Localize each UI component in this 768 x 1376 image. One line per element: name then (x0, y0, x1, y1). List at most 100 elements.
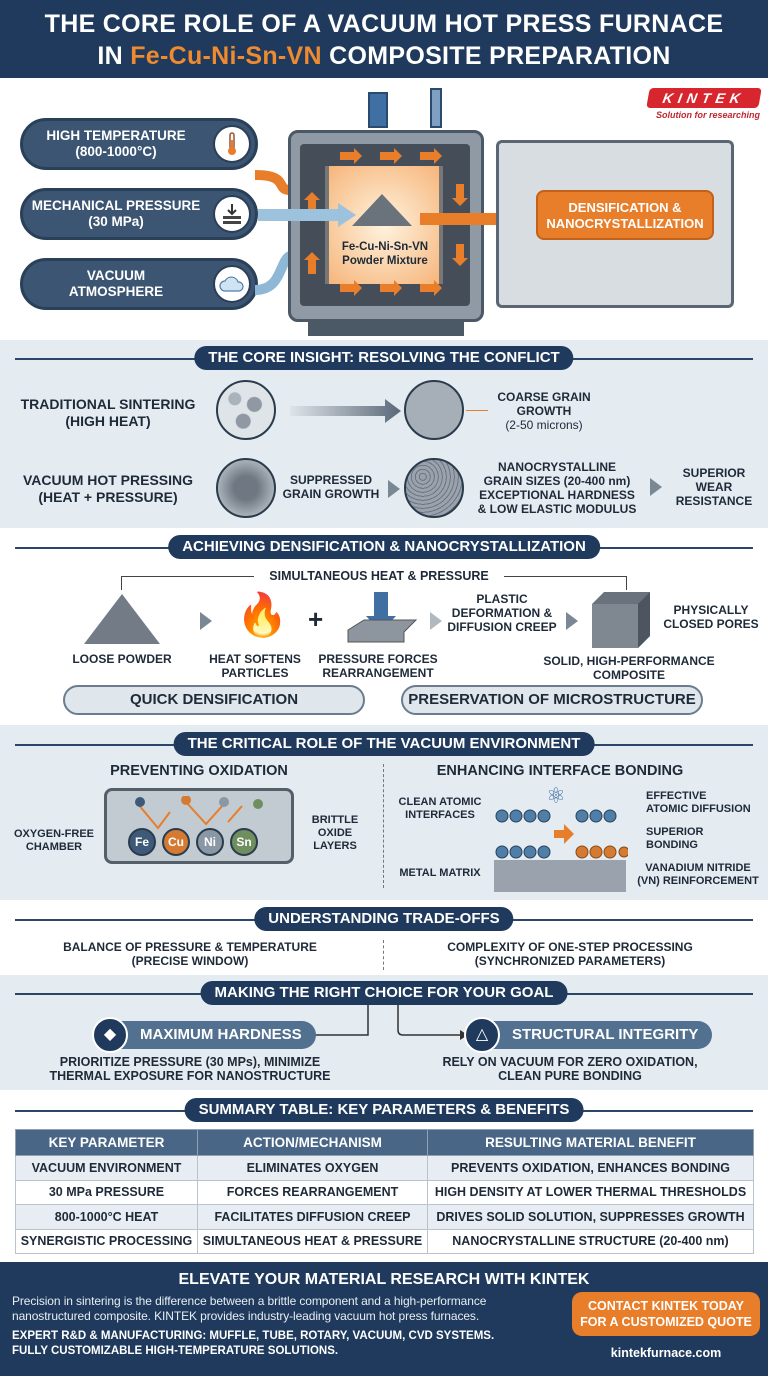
result-quick-densification: QUICK DENSIFICATION (63, 685, 365, 715)
title-highlight: Fe-Cu-Ni-Sn-VN (130, 42, 322, 70)
label-line: BALANCE OF PRESSURE & TEMPERATURE (63, 940, 317, 954)
section-title-summary: SUMMARY TABLE: KEY PARAMETERS & BENEFITS (184, 1098, 584, 1122)
pressure-arrow (258, 203, 356, 227)
input-label: VACUUM (86, 268, 146, 283)
output-line-1: DENSIFICATION & (568, 200, 682, 215)
preventing-oxidation-title: PREVENTING OXIDATION (110, 763, 288, 779)
section-title-choice: MAKING THE RIGHT CHOICE FOR YOUR GOAL (200, 981, 568, 1005)
label-line: THERMAL EXPOSURE FOR NANOSTRUCTURE (49, 1069, 331, 1083)
label-line: RESISTANCE (675, 494, 753, 508)
footer: ELEVATE YOUR MATERIAL RESEARCH WITH KINT… (0, 1262, 768, 1376)
label-line: (SYNCHRONIZED PARAMETERS) (474, 954, 666, 968)
vacuum-hot-pressing-label: VACUUM HOT PRESSING(HEAT + PRESSURE) (10, 472, 206, 506)
arrow-icon (430, 612, 442, 630)
furnace-top-port (368, 92, 388, 128)
label-line: CLEAN ATOMIC (398, 796, 482, 808)
table-cell: VACUUM ENVIRONMENT (15, 1155, 198, 1181)
label-line: ATOMIC DIFFUSION (646, 803, 751, 815)
press-plate-icon (347, 592, 418, 643)
long-arrow (290, 399, 401, 423)
bullet-line: GRAIN SIZES (20-400 nm) (483, 474, 631, 488)
bullet-line: EXCEPTIONAL HARDNESS (479, 488, 635, 502)
table-cell: 30 MPa PRESSURE (15, 1179, 198, 1205)
goal-structural-integrity[interactable]: △STRUCTURAL INTEGRITY (464, 1017, 713, 1053)
furnace-base (308, 320, 464, 336)
furnace-valve (430, 88, 442, 128)
label-line: WEAR (695, 480, 733, 494)
website-link[interactable]: kintekfurnace.com (610, 1346, 722, 1360)
structure-icon: △ (464, 1017, 500, 1053)
title-line-1: THE CORE ROLE OF A VACUUM HOT PRESS FURN… (44, 10, 724, 38)
element-sn: Sn (230, 828, 258, 856)
step-loose-powder: LOOSE POWDER (72, 652, 172, 666)
kintek-logo[interactable]: KINTEK Solution for researching (646, 88, 762, 120)
label-line: TRADITIONAL SINTERING (20, 396, 196, 412)
output-box: DENSIFICATION &NANOCRYSTALLIZATION (536, 190, 714, 240)
label-line: COMPOSITE (592, 668, 665, 682)
table-header: ACTION/MECHANISM (197, 1129, 428, 1156)
label-line: SUPERIOR (682, 466, 746, 480)
table-cell: 800-1000°C HEAT (15, 1204, 198, 1230)
cta-line: FOR A CUSTOMIZED QUOTE (580, 1315, 752, 1329)
arrow-icon (388, 480, 400, 498)
table-cell: FACILITATES DIFFUSION CREEP (197, 1204, 428, 1230)
section-core-insight (0, 340, 768, 528)
vertical-divider (383, 764, 384, 888)
logo-tagline: Solution for researching (655, 110, 760, 120)
table-cell: SYNERGISTIC PROCESSING (15, 1228, 198, 1254)
compacted-powder-icon (216, 458, 276, 518)
label-line: (PRECISE WINDOW) (131, 954, 249, 968)
table-cell: ELIMINATES OXYGEN (197, 1155, 428, 1181)
label-line: BRITTLE (311, 814, 359, 826)
branch-arrows (304, 1005, 468, 1040)
bullet-line: & LOW ELASTIC MODULUS (477, 502, 637, 516)
thermometer-icon (213, 125, 251, 163)
output-line-2: NANOCRYSTALLIZATION (546, 216, 704, 231)
element-cu: Cu (162, 828, 190, 856)
input-label: MECHANICAL PRESSURE (31, 198, 201, 213)
label-line: GRAIN GROWTH (282, 487, 380, 501)
label-line: (HEAT + PRESSURE) (38, 489, 178, 505)
label-line: VACUUM HOT PRESSING (22, 472, 194, 488)
label-line: EFFECTIVE (646, 790, 707, 802)
label-line: RELY ON VACUUM FOR ZERO OXIDATION, (442, 1055, 698, 1069)
result-preservation: PRESERVATION OF MICROSTRUCTURE (401, 685, 703, 715)
label-line: BONDING (646, 839, 698, 851)
interface-bonding-title: ENHANCING INTERFACE BONDING (436, 763, 684, 779)
label-line: CLEAN PURE BONDING (498, 1069, 642, 1083)
footer-paragraph: Precision in sintering is the difference… (12, 1294, 564, 1324)
element-row: Fe Cu Ni Sn (128, 828, 258, 856)
goal-label: MAXIMUM HARDNESS (140, 1026, 302, 1043)
input-high-temperature: HIGH TEMPERATURE(800-1000°C) (20, 118, 258, 170)
label-line: COMPLEXITY OF ONE-STEP PROCESSING (447, 940, 693, 954)
tradeoff-complexity: COMPLEXITY OF ONE-STEP PROCESSING(SYNCHR… (410, 940, 730, 968)
section-title-vacuum: THE CRITICAL ROLE OF THE VACUUM ENVIRONM… (173, 732, 595, 756)
logo-brand: KINTEK (646, 88, 762, 108)
label-line: PRESSURE FORCES (318, 652, 438, 666)
label-line: PARTICLES (221, 666, 289, 680)
nanocrystalline-icon (404, 458, 464, 518)
title-prefix: IN (97, 42, 131, 70)
flame-icon: 🔥 (236, 591, 289, 638)
arrow-icon (650, 478, 662, 496)
goal-maximum-hardness[interactable]: ◆MAXIMUM HARDNESS (92, 1017, 316, 1053)
table-header: RESULTING MATERIAL BENEFIT (427, 1129, 754, 1156)
element-ni: Ni (196, 828, 224, 856)
atom-icon: ⚛ (546, 783, 566, 808)
vn-reinforcement-label: VANADIUM NITRIDE(VN) REINFORCEMENT (630, 862, 766, 888)
plus-sign: + (308, 604, 324, 634)
